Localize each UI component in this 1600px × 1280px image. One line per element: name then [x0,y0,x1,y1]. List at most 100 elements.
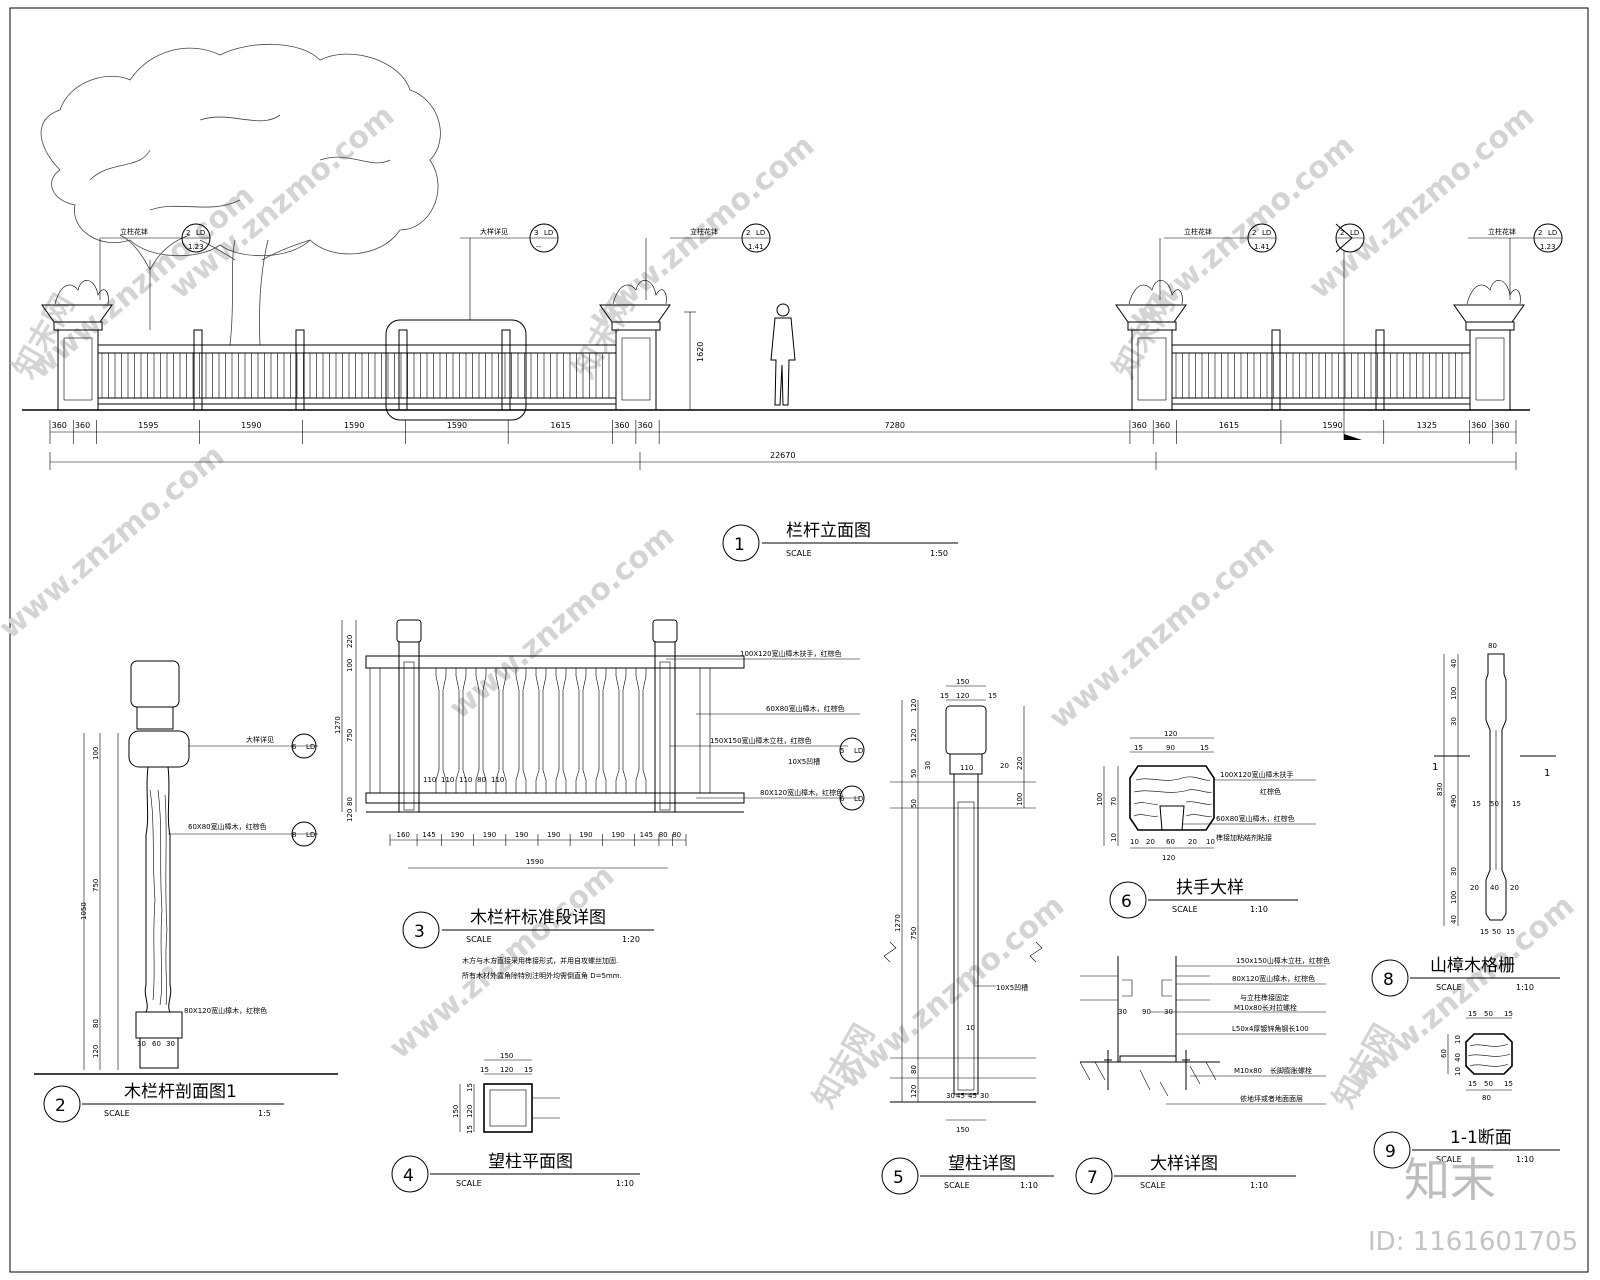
d8-total: 830 [1436,783,1444,796]
baluster [542,668,547,793]
tree-illustration [40,43,441,346]
d5-bottom-dim: 45 [956,1092,965,1100]
section2-dim-120: 120 [92,1045,100,1058]
baluster [475,668,480,793]
d6-bottom: 20 [1146,838,1155,846]
d5-dim: 30 [924,761,932,770]
callout-text: 大样详见 [480,227,508,236]
elevation-dim: 1590 [447,421,467,430]
detail-drawing-8: 80 40 100 30 490 30 100 40 830 15 50 15 … [1432,642,1556,936]
d3-total-left: 1270 [334,716,342,734]
d3-label: 100X120宽山樟木扶手，红棕色 [740,649,842,658]
d5-dim: 15 [940,692,949,700]
watermark-logo: 知末 [1404,1153,1496,1207]
baluster [455,668,460,793]
section2-note-top: 大样详见 [246,735,274,744]
callout-ref: 6 [292,743,297,751]
baluster [562,668,567,793]
rail-post [1271,329,1281,411]
d3-inner-dim: 110 [491,776,504,784]
d3-label: 150X150宽山樟木立柱，红棕色 [710,736,812,745]
railing-left [97,344,617,405]
d5-bottom-dim: 30 [946,1092,955,1100]
d8-dim: 30 [1450,717,1458,726]
d7-labels: 150x150山樟木立柱，红棕色 80X120宽山樟木，红棕色 与立柱榫接固定 … [1150,956,1330,1105]
d3-bottom-dim: 190 [547,831,560,839]
d3-bottom-dim: 145 [640,831,653,839]
elevation-dim: 360 [638,421,653,430]
watermark-site: www.znzmo.com [443,518,681,726]
callout-sheet: LD [544,229,553,237]
callout-sheet: LD [1262,229,1271,237]
d5-dim-right: 100 [1016,793,1024,806]
drawing-number: 8 [1383,970,1394,990]
d4-dim: 120 [466,1105,474,1118]
callout-ref: 2 [1538,229,1542,237]
d3-dim: 80 [346,797,354,806]
d7-label: 80X120宽山樟木，红棕色 [1232,974,1315,983]
baluster [515,668,520,793]
baluster [582,668,587,793]
railing-posts [193,329,1385,411]
d7-label: 长脚膨胀螺栓 [1270,1066,1312,1075]
callout-ref: 5 [840,747,844,755]
d3-dim: 100 [346,659,354,672]
section-drawing-2: 100 750 80 120 1050 大样详见 6 LD 60X80宽山樟木，… [34,660,338,1075]
d8-bottom: 15 [1506,928,1515,936]
d7-label: 150x150山樟木立柱，红棕色 [1236,956,1330,965]
callout-page: -- [536,243,542,251]
d9-bottom: 50 [1484,1080,1493,1088]
scale-value: 1:10 [1516,983,1534,992]
title-block-7: 7 大样详图 SCALE 1:10 [1075,1154,1296,1195]
drawing-title: 望柱平面图 [488,1152,573,1172]
drawing-number: 6 [1121,892,1132,912]
baluster [442,668,447,793]
drawing-title: 木栏杆标准段详图 [470,908,606,928]
d7-dim: 30 [1118,1008,1127,1016]
d3-dim: 120 [346,809,354,822]
callout-text: 立柱花钵 [1184,227,1212,236]
scale-label: SCALE [1172,905,1198,914]
d9-dim: 10 [1454,1067,1462,1076]
detail-drawing-9: 15 50 15 60 10 40 10 15 50 15 80 [1440,1010,1513,1102]
d9-dim: 50 [1484,1010,1493,1018]
drawing-title: 大样详图 [1150,1154,1218,1174]
d5-dim: 120 [956,692,969,700]
d3-bottom-dim: 190 [579,831,592,839]
baluster [522,668,527,793]
title-block-6: 6 扶手大样 SCALE 1:10 [1109,878,1298,919]
elevation-dim: 1590 [241,421,261,430]
callout-sheet: LD [196,229,205,237]
callout-page: 1.41 [1254,243,1270,251]
elevation-dim: 360 [1155,421,1170,430]
d5-bottom-dim: 30 [980,1092,989,1100]
title-block-8: 8 山樟木格栅 SCALE 1:10 [1371,956,1560,997]
d5-groove: 10X5凹槽 [996,983,1028,992]
d8-cut-label: 1 [1432,762,1438,773]
d8-inner: 20 [1470,884,1479,892]
d6-bottom: 10 [1130,838,1139,846]
d6-bottom-total: 120 [1162,854,1175,862]
elevation-dim: 1595 [138,421,158,430]
d8-dim: 100 [1450,687,1458,700]
rail-post [295,329,305,411]
d9-bottom-total: 80 [1482,1094,1491,1102]
d8-inner: 15 [1472,800,1481,808]
d5-dim: 750 [910,927,918,940]
d5-inner-top: 110 [960,764,973,772]
d4-dim: 15 [466,1125,474,1134]
baluster [642,668,647,793]
d5-bottom-dim: 45 [968,1092,977,1100]
detail-drawing-5: 150 15 120 15 110 120 120 50 50 30 1270 … [883,678,1043,1134]
d3-note: 所有木材外露角除特别注明外均需倒直角 D=5mm. [462,971,622,980]
callout-ref: 8 [292,831,296,839]
elevation-dim: 1615 [550,421,570,430]
baluster [502,668,507,793]
section2-dim-100: 100 [92,747,100,760]
d9-bottom: 15 [1504,1080,1513,1088]
elevation-dim: 7280 [885,421,905,430]
drawing-number: 1 [734,535,745,555]
section2-note-bot: 80X120宽山樟木，红棕色 [184,1006,267,1015]
watermark-site: www.znzmo.com [163,98,401,306]
scale-label: SCALE [456,1179,482,1188]
